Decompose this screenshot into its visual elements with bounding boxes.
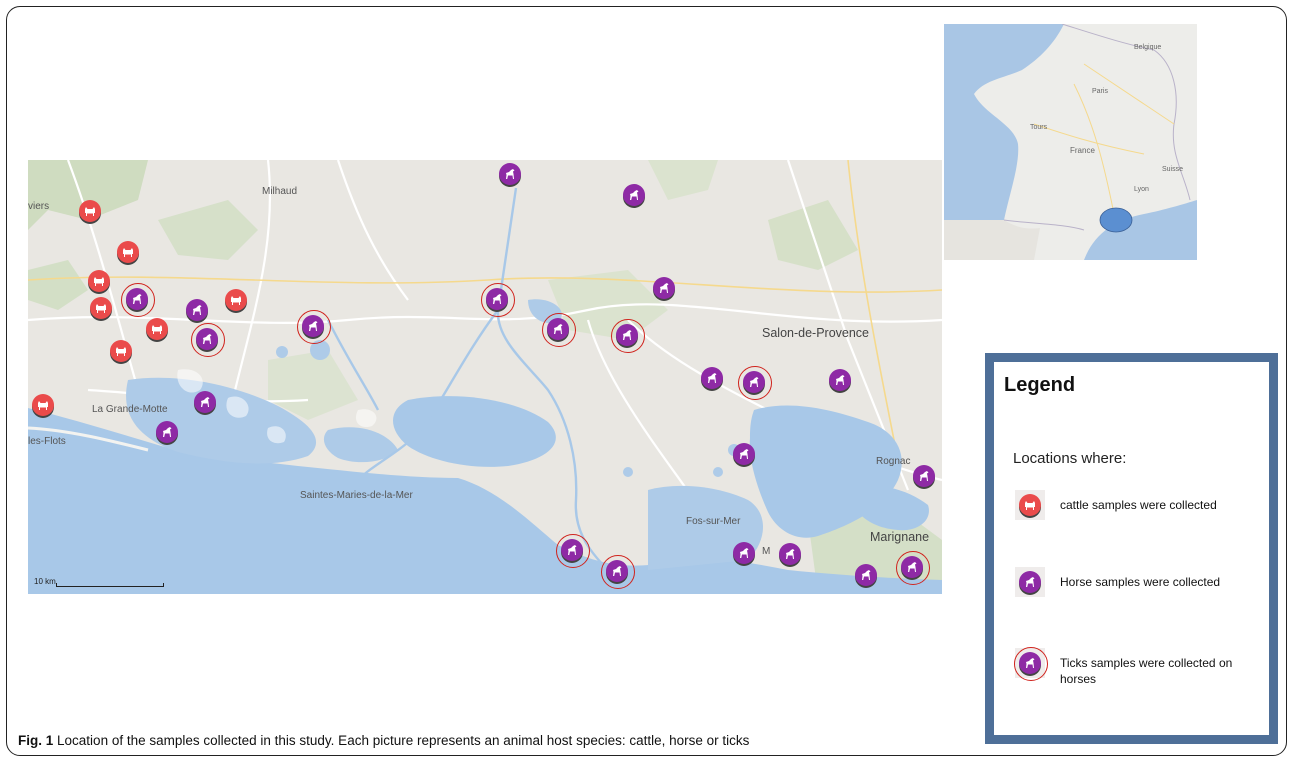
legend-lead: Locations where: <box>1013 450 1127 467</box>
horse-icon <box>493 294 502 304</box>
ticks-marker[interactable] <box>542 313 576 347</box>
inset-map[interactable]: Belgique France Suisse Paris Tours Lyon <box>944 24 1197 260</box>
ticks-marker[interactable] <box>121 283 155 317</box>
horse-marker[interactable] <box>623 184 645 206</box>
horse-icon <box>163 427 172 437</box>
cattle-marker[interactable] <box>146 318 168 340</box>
scale-bar: 10 km <box>32 577 172 588</box>
cattle-icon <box>123 248 133 257</box>
legend-label-ticks: Ticks samples were collected on horses <box>1060 656 1233 686</box>
ticks-marker[interactable] <box>601 555 635 589</box>
cattle-marker[interactable] <box>225 289 247 311</box>
study-area-highlight <box>1099 207 1133 233</box>
horse-icon <box>630 190 639 200</box>
inset-place-paris: Paris <box>1092 88 1108 95</box>
ticks-marker[interactable] <box>896 551 930 585</box>
ticks-marker[interactable] <box>297 310 331 344</box>
place-les-flots: les-Flots <box>28 436 66 447</box>
horse-icon <box>740 548 749 558</box>
ticks-marker[interactable] <box>738 366 772 400</box>
cattle-marker[interactable] <box>32 394 54 416</box>
inset-place-suisse: Suisse <box>1162 166 1184 173</box>
place-la-grande-motte: La Grande-Motte <box>92 404 168 415</box>
map-basemap <box>28 160 942 594</box>
cattle-marker[interactable] <box>110 340 132 362</box>
horse-icon <box>623 330 632 340</box>
cattle-icon <box>1019 494 1041 516</box>
horse-icon <box>862 570 871 580</box>
legend-label-cattle: cattle samples were collected <box>1060 498 1217 512</box>
horse-icon <box>660 283 669 293</box>
place-martigues: M <box>762 546 771 557</box>
horse-marker[interactable] <box>499 163 521 185</box>
horse-marker[interactable] <box>653 277 675 299</box>
horse-marker[interactable] <box>829 369 851 391</box>
horse-icon <box>750 377 759 387</box>
horse-icon <box>1019 571 1041 593</box>
horse-icon <box>193 305 202 315</box>
horse-icon <box>203 334 212 344</box>
cattle-icon <box>96 304 106 313</box>
place-salon-de-provence: Salon-de-Provence <box>762 326 870 340</box>
place-marignane: Marignane <box>870 530 930 544</box>
cattle-icon <box>152 325 162 334</box>
ticks-marker[interactable] <box>611 319 645 353</box>
cattle-marker[interactable] <box>90 297 112 319</box>
horse-marker[interactable] <box>701 367 723 389</box>
horse-marker[interactable] <box>733 542 755 564</box>
inset-basemap <box>944 24 1197 260</box>
horse-icon <box>568 545 577 555</box>
ticks-on-horse-icon <box>1014 647 1048 681</box>
horse-marker[interactable] <box>779 543 801 565</box>
horse-icon <box>554 324 563 334</box>
place-viers: viers <box>28 201 50 212</box>
scale-label: 10 km <box>34 577 56 586</box>
horse-icon <box>920 471 929 481</box>
place-rognac: Rognac <box>876 456 911 467</box>
horse-icon <box>836 375 845 385</box>
cattle-icon <box>38 401 48 410</box>
cattle-marker[interactable] <box>117 241 139 263</box>
legend-label-horse: Horse samples were collected <box>1060 575 1221 589</box>
horse-icon <box>133 294 142 304</box>
place-saintes-maries: Saintes-Maries-de-la-Mer <box>300 490 413 501</box>
cattle-icon <box>94 277 104 286</box>
inset-place-belgique: Belgique <box>1134 44 1162 51</box>
horse-marker[interactable] <box>156 421 178 443</box>
figure-caption: Fig. 1 Location of the samples collected… <box>18 733 749 748</box>
horse-marker[interactable] <box>855 564 877 586</box>
cattle-icon <box>116 347 126 356</box>
place-milhaud: Milhaud <box>262 186 298 197</box>
ticks-marker[interactable] <box>481 283 515 317</box>
inset-place-tours: Tours <box>1030 124 1048 131</box>
caption-label: Fig. 1 <box>18 733 54 748</box>
horse-icon <box>201 397 210 407</box>
main-map[interactable]: viers Milhaud La Grande-Motte les-Flots … <box>28 160 942 594</box>
cattle-marker[interactable] <box>79 200 101 222</box>
horse-icon <box>613 566 622 576</box>
horse-marker[interactable] <box>733 443 755 465</box>
horse-marker[interactable] <box>194 391 216 413</box>
caption-text: Location of the samples collected in thi… <box>57 733 750 748</box>
ticks-marker[interactable] <box>191 323 225 357</box>
horse-icon <box>708 373 717 383</box>
ticks-marker[interactable] <box>556 534 590 568</box>
horse-icon <box>506 169 515 179</box>
legend-title: Legend <box>1004 374 1076 396</box>
legend-box: Legend Locations where: cattle samples w… <box>985 353 1278 744</box>
horse-icon <box>309 321 318 331</box>
horse-icon <box>740 449 749 459</box>
inset-place-france: France <box>1070 146 1095 155</box>
cattle-marker[interactable] <box>88 270 110 292</box>
place-fos-sur-mer: Fos-sur-Mer <box>686 516 741 527</box>
inset-place-lyon: Lyon <box>1134 186 1149 193</box>
cattle-icon <box>231 296 241 305</box>
horse-icon <box>786 549 795 559</box>
horse-icon <box>908 562 917 572</box>
cattle-icon <box>85 207 95 216</box>
horse-marker[interactable] <box>186 299 208 321</box>
horse-marker[interactable] <box>913 465 935 487</box>
